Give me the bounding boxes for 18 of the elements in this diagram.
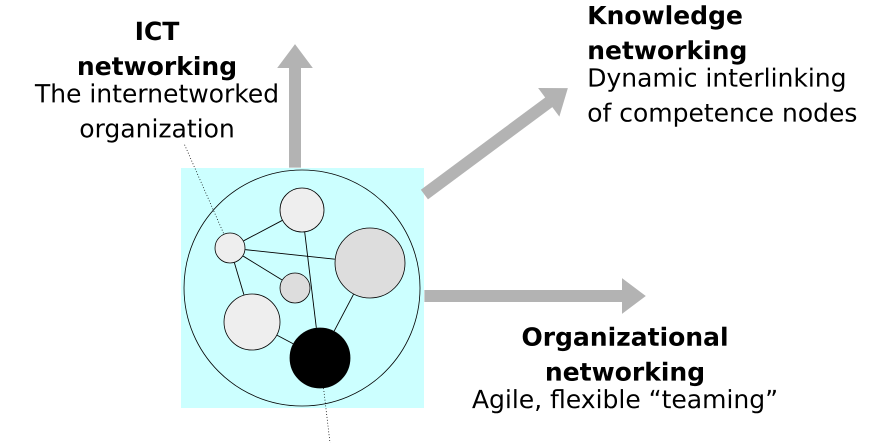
node-circle bbox=[290, 328, 350, 388]
connector-line bbox=[304, 232, 317, 328]
concept-label: ICT networking The internetworked organization bbox=[34, 21, 277, 143]
connector-line bbox=[243, 220, 283, 242]
leader-line bbox=[323, 388, 330, 443]
connector-line bbox=[276, 334, 294, 344]
connector-line bbox=[334, 294, 354, 332]
node-circle bbox=[334, 228, 406, 298]
concept-label: Knowledge networking Dynamic interlinking of competence nodes bbox=[588, 5, 856, 127]
connector-line bbox=[234, 262, 244, 296]
concept-label: Organizational networking Agile, flexible “teaming” bbox=[472, 326, 776, 414]
node-circle bbox=[224, 294, 280, 350]
leader-line bbox=[184, 144, 224, 234]
connector-line bbox=[244, 249, 336, 260]
node-circle bbox=[214, 232, 246, 264]
node-circle bbox=[280, 188, 324, 232]
connector-line bbox=[242, 256, 282, 280]
node-circle bbox=[280, 272, 310, 304]
